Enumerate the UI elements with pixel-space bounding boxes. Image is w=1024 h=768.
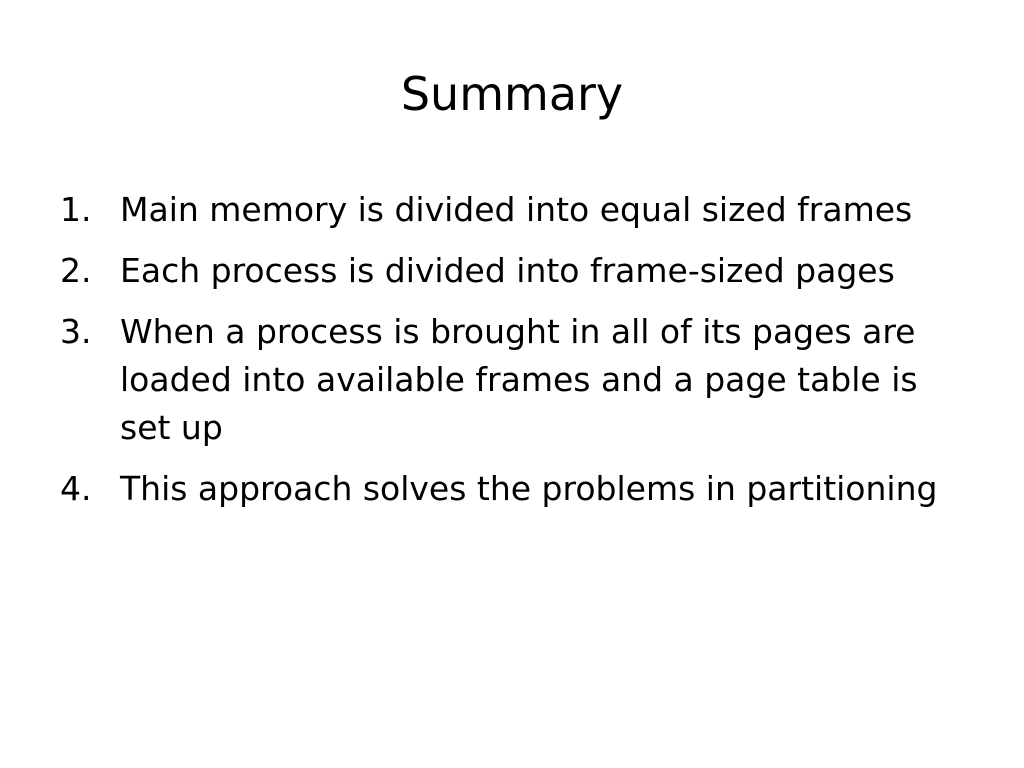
slide-title: Summary (400, 67, 624, 121)
list-item-text: Each process is divided into frame-sized… (120, 251, 895, 290)
list-item-text: When a process is brought in all of its … (120, 312, 918, 447)
list-item-number: 4. (60, 469, 92, 508)
list-item-text: Main memory is divided into equal sized … (120, 190, 913, 229)
list-item: 3. When a process is brought in all of i… (60, 308, 960, 452)
list-item-number: 1. (60, 190, 92, 229)
list-item: 1. Main memory is divided into equal siz… (60, 186, 960, 234)
summary-list: 1. Main memory is divided into equal siz… (60, 186, 960, 526)
list-item-number: 2. (60, 251, 92, 290)
list-item: 2. Each process is divided into frame-si… (60, 247, 960, 295)
list-item-number: 3. (60, 312, 92, 351)
list-item: 4. This approach solves the problems in … (60, 465, 960, 513)
list-item-text: This approach solves the problems in par… (120, 469, 938, 508)
